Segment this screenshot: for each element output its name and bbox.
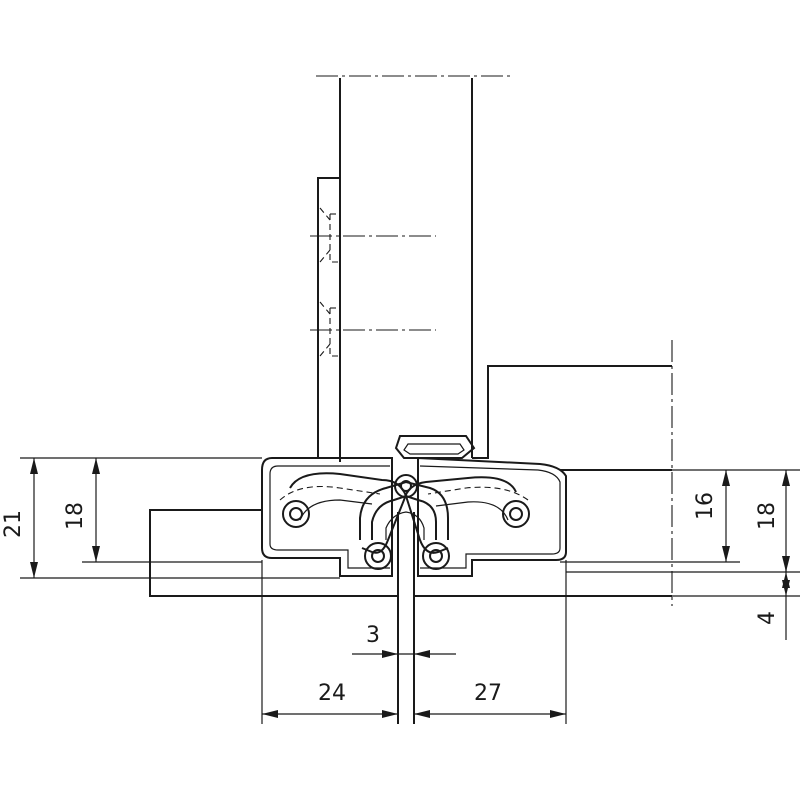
hinge-body xyxy=(261,435,567,724)
dimension-lines xyxy=(20,457,800,724)
dim-total-height: 21 xyxy=(1,510,26,538)
dim-left-width: 24 xyxy=(318,681,346,706)
dim-right-body: 16 xyxy=(693,492,718,520)
door-frame xyxy=(472,340,673,606)
dim-right-width: 27 xyxy=(474,681,502,706)
dimension-labels: 21 18 16 18 4 3 24 27 xyxy=(1,492,780,706)
dim-right-frame: 18 xyxy=(755,502,780,530)
door-leaf xyxy=(316,75,512,462)
screw-holes xyxy=(310,207,436,357)
dim-left-leaf-height: 18 xyxy=(63,502,88,530)
dim-gap: 3 xyxy=(366,623,380,648)
dim-frame-offset: 4 xyxy=(755,611,780,625)
base-wall xyxy=(149,509,672,597)
